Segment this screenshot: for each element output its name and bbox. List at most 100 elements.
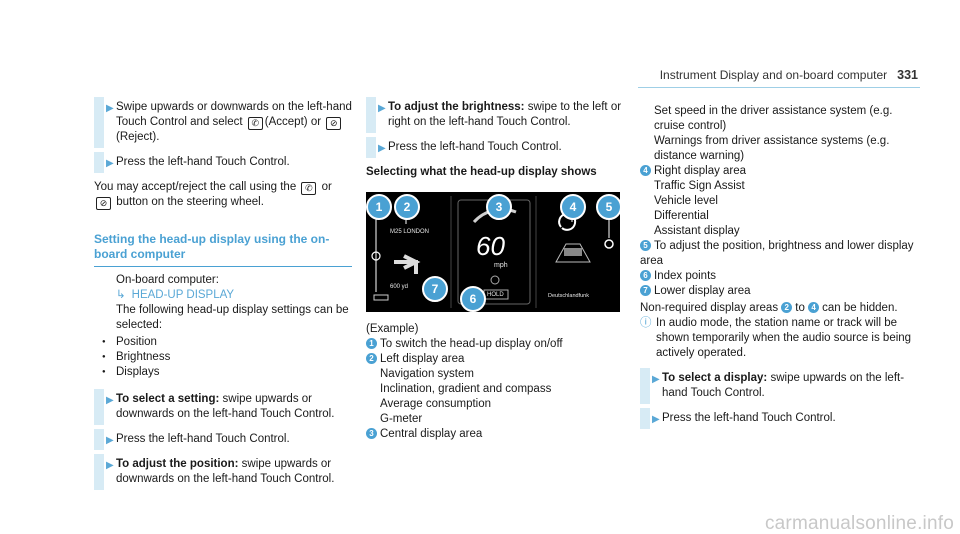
- step-text: swipe upwards or downwards on the left-h…: [116, 458, 335, 485]
- phone-reject-icon: ⊘: [96, 197, 111, 210]
- menu-label: HEAD-UP DISPLAY: [131, 289, 235, 301]
- phone-accept-icon: ✆: [301, 182, 317, 195]
- legend-number: 6: [640, 270, 651, 281]
- settings-list: Position Brightness Displays: [94, 335, 352, 380]
- info-note: ⓘ In audio mode, the station name or tra…: [640, 316, 922, 361]
- hud-distance: 600 yd: [390, 284, 409, 290]
- step-adjust-brightness: ▶ To adjust the brightness: swipe to the…: [366, 97, 624, 133]
- legend-number: 7: [640, 285, 651, 296]
- callout-5: 5: [596, 194, 622, 220]
- legend-subitem: G-meter: [380, 413, 423, 425]
- example-caption: (Example): [366, 323, 419, 335]
- step-text: Swipe upwards or downwards on the left-h…: [116, 101, 352, 128]
- section-title: Setting the head-up display using the on…: [94, 232, 352, 267]
- step-press-control: ▶ Press the left-hand Touch Control.: [94, 152, 352, 173]
- column-2: ▶ To adjust the brightness: swipe to the…: [366, 97, 624, 442]
- or-text: or: [310, 116, 322, 128]
- note-text: Non-required display areas: [640, 302, 779, 314]
- header-rule: [638, 87, 920, 88]
- legend-subitem: Warnings from driver assistance systems …: [654, 135, 890, 162]
- legend-text: Index points: [654, 270, 717, 282]
- callout-6: 6: [460, 286, 486, 312]
- legend-subitem: Navigation system: [380, 368, 474, 380]
- step-arrow-icon: ▶: [652, 374, 660, 385]
- hud-street: M25 LONDON: [390, 229, 430, 235]
- step-arrow-icon: ▶: [106, 460, 114, 471]
- menu-arrow-icon: ↳: [116, 289, 126, 301]
- step-bold: To adjust the position:: [116, 458, 239, 470]
- onboard-label: On-board computer:: [116, 274, 219, 286]
- legend-text: To adjust the position, brightness and l…: [640, 240, 914, 267]
- step-press-control: ▶ Press the left-hand Touch Control.: [366, 137, 624, 158]
- callout-7: 7: [422, 276, 448, 302]
- note-text: You may accept/reject the call using the: [94, 181, 297, 193]
- legend-number: 3: [366, 428, 377, 439]
- step-arrow-icon: ▶: [378, 143, 386, 154]
- note-text-end: button on the steering wheel.: [116, 196, 264, 208]
- hud-speed: 60: [476, 231, 505, 261]
- legend-text: Central display area: [380, 428, 483, 440]
- step-text: Press the left-hand Touch Control.: [388, 141, 562, 153]
- accept-label: (Accept): [264, 116, 308, 128]
- step-select-setting: ▶ To select a setting: swipe upwards or …: [94, 389, 352, 425]
- step-text: Press the left-hand Touch Control.: [116, 156, 290, 168]
- list-item: Displays: [102, 365, 352, 380]
- step-arrow-icon: ▶: [106, 158, 114, 169]
- legend-number: 5: [640, 240, 651, 251]
- step-accept-reject: ▶ Swipe upwards or downwards on the left…: [94, 97, 352, 148]
- settings-intro: The following head-up display settings c…: [116, 304, 349, 331]
- step-arrow-icon: ▶: [378, 103, 386, 114]
- legend-number: 4: [808, 302, 820, 313]
- step-press-control: ▶ Press the left-hand Touch Control.: [640, 408, 922, 429]
- hud-radio: Deutschlandfunk: [548, 293, 589, 299]
- step-arrow-icon: ▶: [106, 395, 114, 406]
- phone-accept-icon: ✆: [247, 117, 263, 130]
- legend-subitem: Traffic Sign Assist: [654, 180, 745, 192]
- step-bold: To adjust the brightness:: [388, 101, 525, 113]
- steering-note: You may accept/reject the call using the…: [94, 180, 352, 210]
- legend-number: 2: [366, 353, 377, 364]
- info-text: In audio mode, the station name or track…: [656, 317, 912, 359]
- reject-label: (Reject).: [116, 131, 160, 143]
- callout-1: 1: [366, 194, 392, 220]
- step-text: swipe upwards on the left-hand Touch Con…: [662, 372, 905, 399]
- phone-reject-icon: ⊘: [326, 117, 342, 130]
- legend-subitem: Inclination, gradient and compass: [380, 383, 552, 395]
- callout-4: 4: [560, 194, 586, 220]
- step-bold: To select a setting:: [116, 393, 220, 405]
- note-to: to: [795, 302, 805, 314]
- note-or: or: [321, 181, 332, 193]
- step-arrow-icon: ▶: [652, 414, 660, 425]
- menu-path: ↳ HEAD-UP DISPLAY: [94, 288, 352, 303]
- watermark: carmanualsonline.info: [764, 513, 954, 534]
- note-text-end: can be hidden.: [822, 302, 898, 314]
- legend-subitem: Assistant display: [654, 225, 740, 237]
- legend-number: 4: [640, 165, 651, 176]
- step-arrow-icon: ▶: [106, 435, 114, 446]
- column-3: Set speed in the driver assistance syste…: [640, 104, 922, 436]
- legend-number: 2: [781, 302, 793, 313]
- legend-text: Lower display area: [654, 285, 751, 297]
- step-press-control: ▶ Press the left-hand Touch Control.: [94, 429, 352, 450]
- page-number: 331: [897, 68, 918, 82]
- legend-subitem: Differential: [654, 210, 709, 222]
- info-icon: ⓘ: [640, 317, 652, 329]
- step-text: swipe to the left or right on the left-h…: [388, 101, 622, 128]
- legend-number: 1: [366, 338, 377, 349]
- legend-text: Right display area: [654, 165, 747, 177]
- list-item: Position: [102, 335, 352, 350]
- step-arrow-icon: ▶: [106, 103, 114, 114]
- step-bold: To select a display:: [662, 372, 768, 384]
- legend-subitem: Set speed in the driver assistance syste…: [654, 105, 893, 132]
- callout-2: 2: [394, 194, 420, 220]
- callout-3: 3: [486, 194, 512, 220]
- subsection-heading: Selecting what the head-up display shows: [366, 166, 597, 178]
